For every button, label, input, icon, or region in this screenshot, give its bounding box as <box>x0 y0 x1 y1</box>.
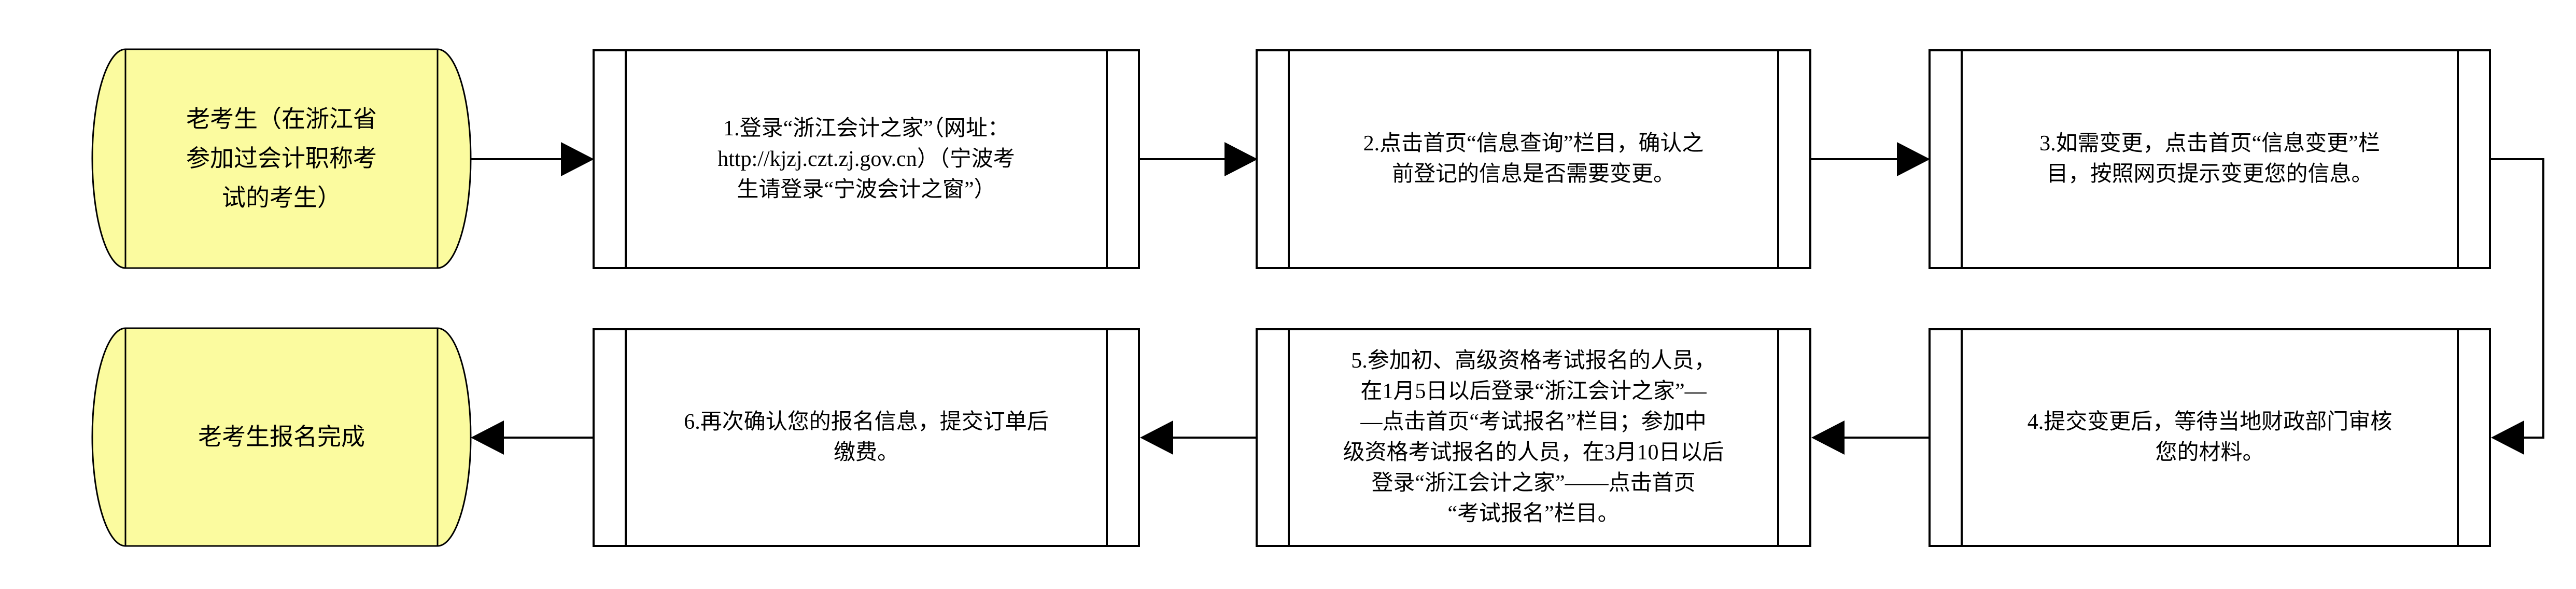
step6-right-bar-icon <box>1106 330 1108 545</box>
arrowhead-left-icon <box>1140 420 1173 455</box>
step3-right-bar-icon <box>2457 51 2459 267</box>
step3-label: 3.如需变更，点击首页“信息变更”栏 目，按照网页提示变更您的信息。 <box>2039 132 2380 186</box>
step5-right-bar-icon <box>1777 330 1779 545</box>
step4-label: 4.提交变更后，等待当地财政部门审核 您的材料。 <box>2027 410 2392 465</box>
step3-left-bar-icon <box>1961 51 1963 267</box>
arrowhead-right-icon <box>1897 142 1930 176</box>
step1-left-bar-icon <box>625 51 627 267</box>
arrowhead-left-icon <box>2491 420 2524 455</box>
arrowhead-left-icon <box>1811 420 1845 455</box>
step1-right-bar-icon <box>1106 51 1108 267</box>
flowchart-node-step6 <box>593 328 1140 547</box>
flowchart-node-step3 <box>1929 49 2491 269</box>
step5-left-bar-icon <box>1288 330 1290 545</box>
end-terminator-shape <box>91 327 472 547</box>
flowchart-node-step4 <box>1929 328 2491 547</box>
step4-right-bar-icon <box>2457 330 2459 545</box>
step1-label: 1.登录“浙江会计之家”（网址： http://kjzj.czt.zj.gov.… <box>717 116 1015 202</box>
start-terminator-shape <box>91 48 472 269</box>
step6-label: 6.再次确认您的报名信息，提交订单后 缴费。 <box>684 410 1049 465</box>
arrow-step4-to-step5 <box>1811 420 1929 455</box>
flowchart-node-step5 <box>1256 328 1811 547</box>
arrowhead-right-icon <box>1224 142 1258 176</box>
arrow-step2-to-step3 <box>1811 142 1930 176</box>
arrow-step1-to-step2 <box>1140 142 1258 176</box>
step6-left-bar-icon <box>625 330 627 545</box>
step5-label: 5.参加初、高级资格考试报名的人员， 在1月5日以后登录“浙江会计之家”— —点… <box>1343 349 1724 526</box>
arrow-step5-to-step6 <box>1140 420 1256 455</box>
connector-step3-to-step4 <box>2491 158 2544 455</box>
arrowhead-left-icon <box>471 420 504 455</box>
flowchart-node-step1 <box>593 49 1140 269</box>
step4-left-bar-icon <box>1961 330 1963 545</box>
step2-left-bar-icon <box>1288 51 1290 267</box>
arrow-start-to-step1 <box>471 142 594 176</box>
flowchart-node-step2 <box>1256 49 1811 269</box>
arrow-step6-to-end <box>471 420 593 455</box>
step2-right-bar-icon <box>1777 51 1779 267</box>
step2-label: 2.点击首页“信息查询”栏目，确认之 前登记的信息是否需要变更。 <box>1363 132 1704 186</box>
end-terminator-label: 老考生报名完成 <box>198 424 365 450</box>
start-terminator-label: 老考生（在浙江省 参加过会计职称考 试的考生） <box>186 106 377 211</box>
arrowhead-right-icon <box>561 142 594 176</box>
